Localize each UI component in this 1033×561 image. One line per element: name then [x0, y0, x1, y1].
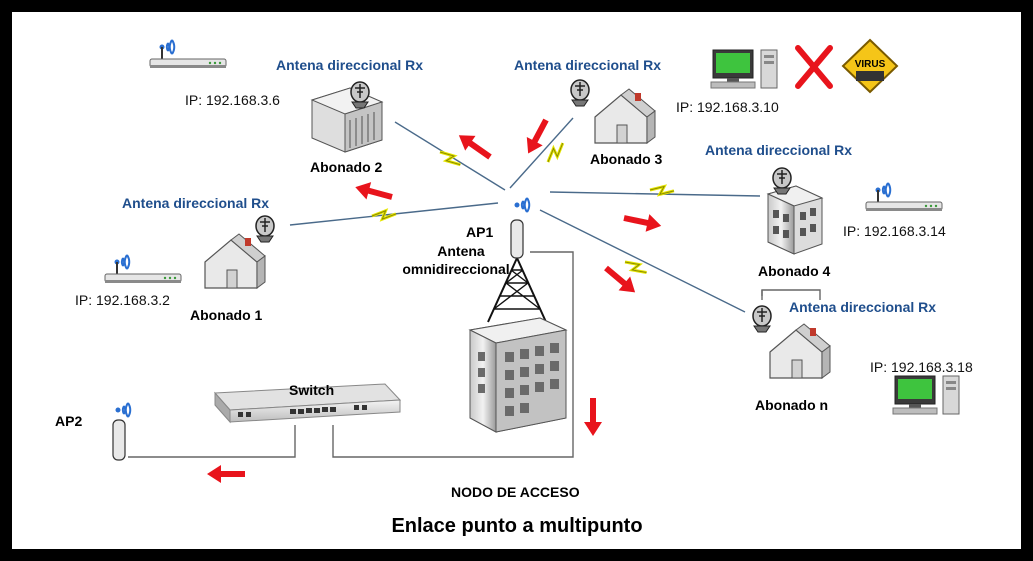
- switch-device: [213, 383, 402, 424]
- subscriber-4-router-icon: [866, 183, 942, 211]
- subscriber-4-dish-icon: [772, 167, 792, 195]
- subscriber-1-name: Abonado 1: [190, 307, 263, 323]
- subscriber-1-ip: IP: 192.168.3.2: [75, 292, 170, 308]
- traffic-arrows: [207, 115, 664, 483]
- node-building: [468, 317, 568, 433]
- ap2-label: AP2: [55, 413, 82, 429]
- subscriber-4-name: Abonado 4: [758, 263, 831, 279]
- subscriber-3-house: [594, 88, 656, 144]
- node-label: NODO DE ACCESO: [451, 484, 580, 500]
- subscriber-4-building: [766, 185, 824, 255]
- blocked-cross-icon: [795, 45, 833, 89]
- ap1-tower: [487, 197, 547, 323]
- subscriber-n-dish-icon: [752, 305, 772, 333]
- subscriber-2-dish-icon: [350, 81, 370, 109]
- ap2-antenna: [112, 402, 132, 461]
- subscriber-2-antenna-label: Antena direccional Rx: [276, 57, 423, 73]
- subscriber-3-antenna-label: Antena direccional Rx: [514, 57, 661, 73]
- subscriber-n-name: Abonado n: [755, 397, 828, 413]
- subscriber-3-ip: IP: 192.168.3.10: [676, 99, 779, 115]
- virus-warning-icon: VIRUS: [841, 38, 899, 94]
- ap1-label: AP1: [466, 224, 493, 240]
- subscriber-3-name: Abonado 3: [590, 151, 663, 167]
- wired-links: [128, 251, 821, 458]
- subscriber-n-house: [769, 323, 831, 379]
- ap1-antenna-line2: omnidireccional: [402, 261, 509, 277]
- subscriber-1-router-icon: [105, 255, 181, 283]
- subscriber-3-computer-icon: [710, 49, 778, 89]
- virus-text: VIRUS: [855, 59, 886, 70]
- subscriber-2-building: [310, 87, 384, 153]
- subscriber-n-antenna-label: Antena direccional Rx: [789, 299, 936, 315]
- subscriber-4-ip: IP: 192.168.3.14: [843, 223, 946, 239]
- subscriber-1-dish-icon: [255, 215, 275, 243]
- subscriber-1-house: [204, 233, 266, 289]
- subscriber-4-antenna-label: Antena direccional Rx: [705, 142, 852, 158]
- diagram-title: Enlace punto a multipunto: [391, 515, 642, 537]
- switch-label: Switch: [289, 382, 334, 398]
- ap1-antenna-line1: Antena: [437, 243, 485, 259]
- subscriber-n-ip: IP: 192.168.3.18: [870, 359, 973, 375]
- subscriber-3-dish-icon: [570, 79, 590, 107]
- subscriber-1-antenna-label: Antena direccional Rx: [122, 195, 269, 211]
- subscriber-2-router-icon: [150, 40, 226, 68]
- subscriber-2-name: Abonado 2: [310, 159, 383, 175]
- subscriber-2-ip: IP: 192.168.3.6: [185, 92, 280, 108]
- subscriber-n-computer-icon: [892, 375, 960, 415]
